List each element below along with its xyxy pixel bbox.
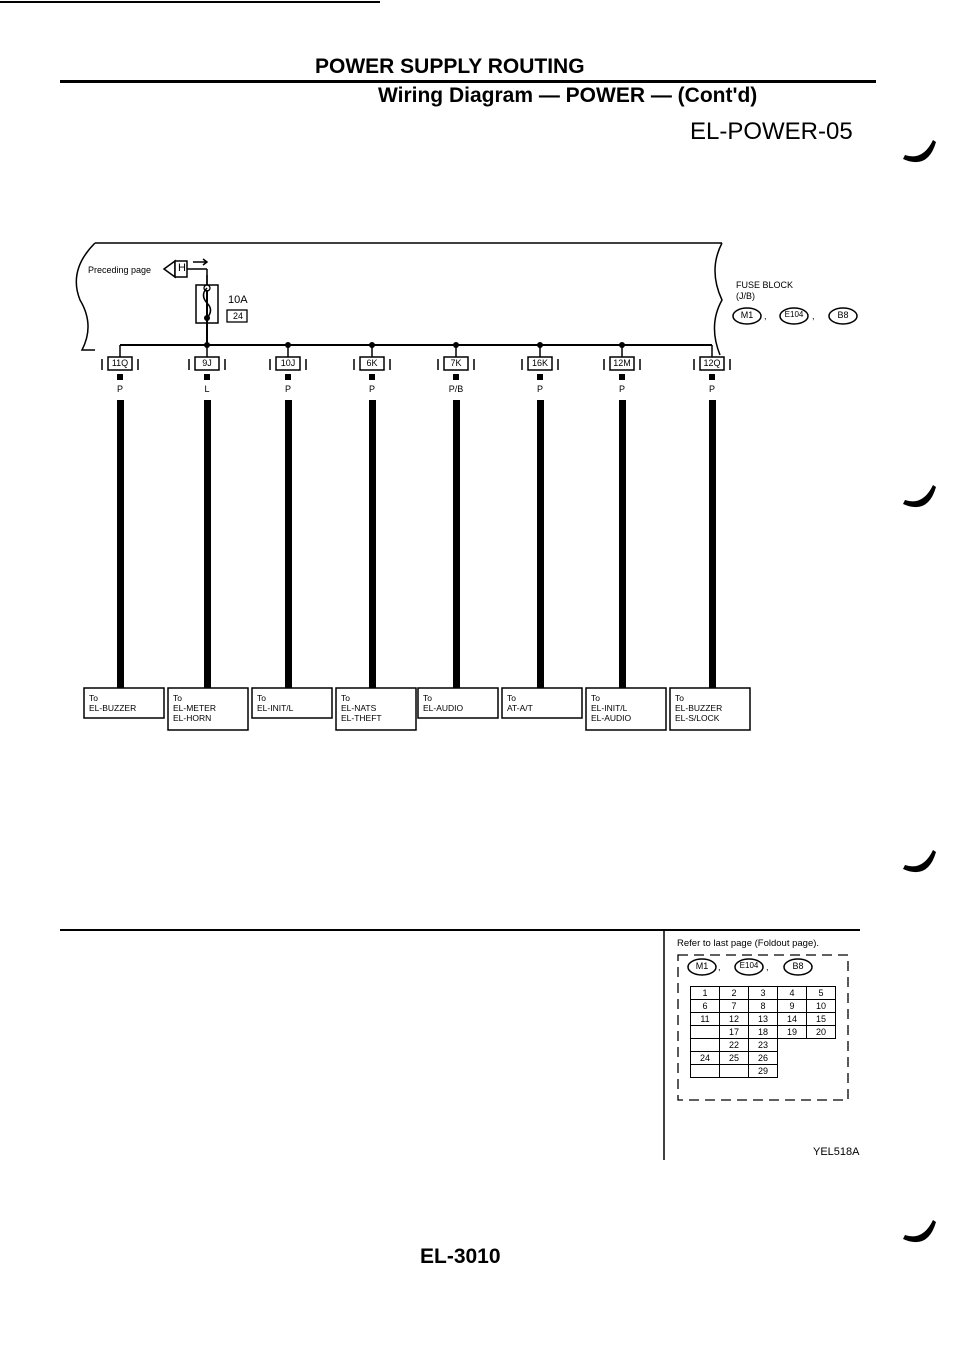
terminal-id: 10J [280, 358, 296, 368]
terminal-id: 9J [202, 358, 212, 368]
connector-badge-e104: E104 [784, 310, 804, 319]
connector-pin-grid: 1 2 3 4 5 6 7 8 9 10 11 12 13 14 15 17 1… [690, 986, 836, 1078]
pin-cell: 17 [719, 1025, 749, 1039]
pin-cell: 13 [748, 1012, 778, 1026]
terminal-id: 6K [366, 358, 378, 368]
destination-label: To EL-AUDIO [423, 693, 464, 713]
fuse-block-name: FUSE BLOCK [736, 280, 794, 290]
wire-color-label: P [368, 384, 375, 394]
wire-color-label: L [204, 384, 210, 394]
terminal-id: 7K [450, 358, 462, 368]
fuse-block-sub: (J/B) [736, 291, 755, 301]
diagram-subtitle: Wiring Diagram — POWER — (Cont'd) [378, 84, 758, 107]
wire-color-label: P [618, 384, 625, 394]
pin-cell: 4 [777, 986, 807, 1000]
page-number: EL-3010 [420, 1245, 501, 1268]
destination-label: To EL-BUZZER EL-S/LOCK [675, 693, 723, 723]
terminal-id: 11Q [111, 358, 129, 368]
terminal-id: 12Q [703, 358, 721, 368]
pin-cell: 20 [806, 1025, 836, 1039]
pin-cell: 18 [748, 1025, 778, 1039]
wire-color-label: P [116, 384, 123, 394]
foldout-reference-note: Refer to last page (Foldout page). [677, 938, 820, 949]
diagram-code: EL-POWER-05 [690, 118, 853, 145]
connector-badge-m1: M1 [740, 310, 754, 320]
pin-cell: 23 [748, 1038, 778, 1052]
wire-color-label: P [536, 384, 543, 394]
pin-cell: 3 [748, 986, 778, 1000]
pin-cell: 5 [806, 986, 836, 1000]
connector-badge-b8: B8 [792, 961, 804, 971]
destination-label: To EL-INIT/L EL-AUDIO [591, 693, 632, 723]
pin-cell [690, 1038, 720, 1052]
header-rule [60, 80, 876, 83]
wire-color-label: P [284, 384, 291, 394]
pin-cell: 24 [690, 1051, 720, 1065]
pin-cell: 14 [777, 1012, 807, 1026]
pin-cell [690, 1025, 720, 1039]
pin-cell: 19 [777, 1025, 807, 1039]
pin-cell: 12 [719, 1012, 749, 1026]
pin-cell [690, 1064, 720, 1078]
section-title: POWER SUPPLY ROUTING [315, 55, 585, 78]
preceding-page-label: Preceding page [88, 265, 152, 275]
fuse-rating: 10A [228, 294, 248, 306]
pin-cell [719, 1064, 749, 1078]
connector-badge-b8: B8 [837, 310, 849, 320]
pin-cell: 7 [719, 999, 749, 1013]
wire-color-label: P/B [448, 384, 464, 394]
wire-color-label: P [708, 384, 715, 394]
pin-cell: 6 [690, 999, 720, 1013]
destination-label: To AT-A/T [507, 693, 533, 713]
pin-cell: 22 [719, 1038, 749, 1052]
pin-cell: 15 [806, 1012, 836, 1026]
destination-label: To EL-INIT/L [257, 693, 294, 713]
terminal-id: 16K [531, 358, 548, 368]
connector-badge-m1: M1 [695, 961, 709, 971]
destination-label: To EL-METER EL-HORN [173, 693, 216, 723]
pin-cell: 10 [806, 999, 836, 1013]
fuse-number: 24 [232, 311, 243, 321]
pin-cell: 8 [748, 999, 778, 1013]
destination-label: To EL-NATS EL-THEFT [341, 693, 382, 723]
connector-badge-e104: E104 [739, 961, 759, 970]
pin-cell: 25 [719, 1051, 749, 1065]
destination-label: To EL-BUZZER [89, 693, 137, 713]
preceding-connector-ref: H [178, 262, 186, 274]
terminal-id: 12M [613, 358, 631, 368]
pin-cell: 9 [777, 999, 807, 1013]
pin-cell: 11 [690, 1012, 720, 1026]
pin-cell: 1 [690, 986, 720, 1000]
pin-cell: 26 [748, 1051, 778, 1065]
pin-cell: 29 [748, 1064, 778, 1078]
figure-id: YEL518A [813, 1146, 860, 1158]
pin-cell: 2 [719, 986, 749, 1000]
